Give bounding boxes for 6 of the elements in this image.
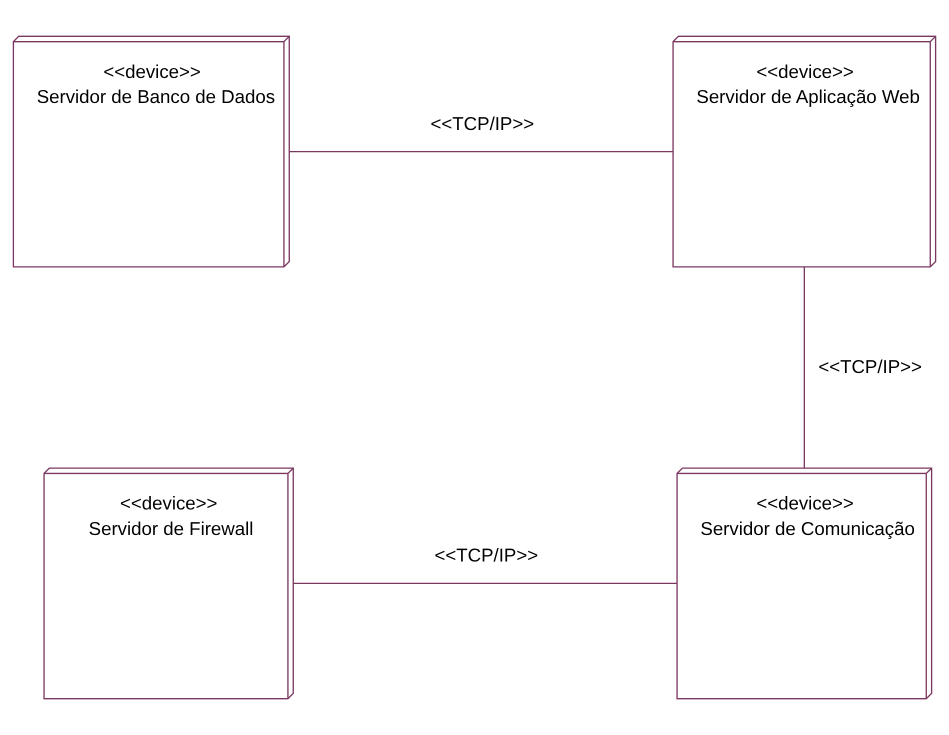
connector (293, 582, 677, 584)
edge-label: <<TCP/IP>> (430, 112, 534, 134)
connector (289, 150, 673, 152)
edge-label: <<TCP/IP>> (818, 356, 922, 378)
edge-label: <<TCP/IP>> (434, 544, 538, 566)
connector (804, 267, 805, 468)
